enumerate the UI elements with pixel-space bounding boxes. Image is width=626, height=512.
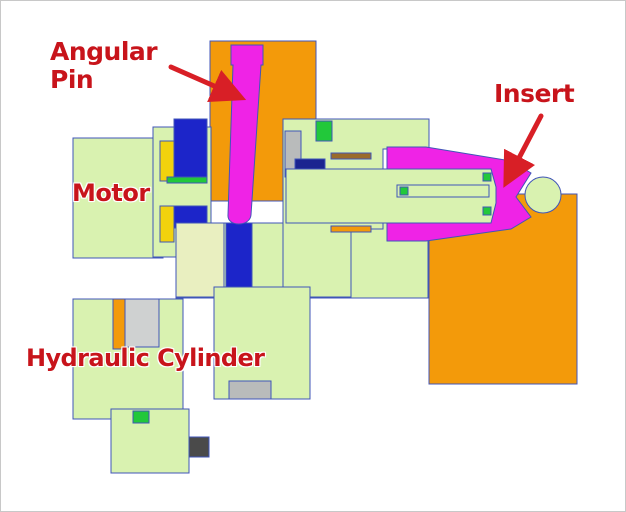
core-green-marker [399,186,409,196]
cylinder-grey-foot [228,380,272,400]
arrow-insert [503,113,544,188]
arrow-angular-pin [168,64,247,102]
slide-green-indicator [315,120,333,142]
cylinder-grey-block [124,298,160,348]
motor-yellow-bar-lower [159,205,175,243]
label-angular-pin-line1: Angular [50,37,158,66]
slide-base-shadow [175,222,225,298]
blue-core-pin [225,222,253,290]
motor-yellow-bar-upper [159,140,175,182]
motor-green-strip [166,176,208,184]
insert-tip-ball [524,176,562,214]
cylinder-orange-block [112,298,126,350]
label-angular-pin-line2: Pin [50,65,94,94]
cylinder-rod-block [213,286,311,400]
label-angular-pin: Angular Pin [50,37,158,94]
slide-orange-strip [330,225,372,233]
cylinder-grey-stub [188,436,210,458]
label-hydraulic-cylinder: Hydraulic Cylinder [26,344,265,372]
label-motor: Motor [72,179,150,207]
core-green-marker-2 [482,172,492,182]
cylinder-lower-housing [110,408,190,474]
core-sleeve [285,168,497,224]
label-insert: Insert [494,79,575,108]
slide-brown-strip [330,152,372,160]
core-pin-inner [396,184,490,198]
cylinder-green-port [132,410,150,424]
motor-coupling-blue [173,118,208,182]
core-green-marker-3 [482,206,492,216]
motor-body [72,137,164,259]
